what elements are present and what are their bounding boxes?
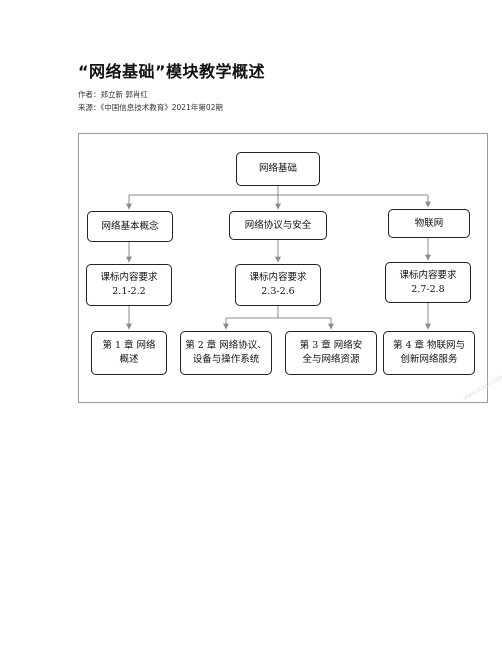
chapter-node-4: 第 4 章 物联网与 创新网络服务 [383, 331, 475, 375]
chapter-label: 设备与操作系统 [192, 354, 260, 365]
topic-label: 网络基本概念 [101, 220, 159, 232]
chapter-label: 创新网络服务 [400, 354, 458, 365]
requirement-node-2: 课标内容要求 2.3-2.6 [235, 264, 321, 306]
chapter-label: 第 4 章 物联网与 [392, 340, 466, 352]
root-label: 网络基础 [258, 163, 297, 175]
requirement-label: 课标内容要求 [249, 272, 307, 284]
chapter-node-3: 第 3 章 网络安 全与网络资源 [285, 331, 377, 375]
article-title: “网络基础”模块教学概述 [78, 62, 266, 81]
module-diagram: 网络基础 网络基本概念 网络协议与安全 物联网 课标内容要求 2.1-2.2 课… [78, 133, 488, 403]
requirement-node-3: 课标内容要求 2.7-2.8 [385, 262, 471, 303]
requirement-range: 2.7-2.8 [411, 283, 445, 295]
chapter-label: 第 1 章 网络 [102, 340, 156, 352]
chapter-label: 第 2 章 网络协议、 [185, 340, 267, 352]
requirement-range: 2.1-2.2 [112, 286, 146, 297]
source-line: 来源：《中国信息技术教育》2021年第02期 [78, 103, 223, 112]
chapter-label: 第 3 章 网络安 [299, 340, 363, 352]
chapter-label: 全与网络资源 [302, 354, 360, 365]
topic-label: 网络协议与安全 [244, 219, 312, 231]
diagram-connectors [126, 186, 431, 330]
chapter-label: 概述 [119, 354, 139, 365]
topic-node-basics: 网络基本概念 [87, 211, 173, 242]
root-node: 网络基础 [236, 152, 320, 186]
topic-node-iot: 物联网 [388, 209, 470, 238]
author-line: 作者：郑立新 郭肖红 [78, 90, 148, 99]
chapter-node-1: 第 1 章 网络 概述 [91, 331, 167, 375]
requirement-range: 2.3-2.6 [261, 286, 295, 297]
requirement-label: 课标内容要求 [399, 269, 457, 281]
chapter-node-2: 第 2 章 网络协议、 设备与操作系统 [180, 331, 272, 375]
requirement-node-1: 课标内容要求 2.1-2.2 [86, 264, 172, 306]
requirement-label: 课标内容要求 [100, 272, 158, 284]
topic-label: 物联网 [414, 217, 444, 229]
topic-node-protocol: 网络协议与安全 [229, 211, 327, 240]
